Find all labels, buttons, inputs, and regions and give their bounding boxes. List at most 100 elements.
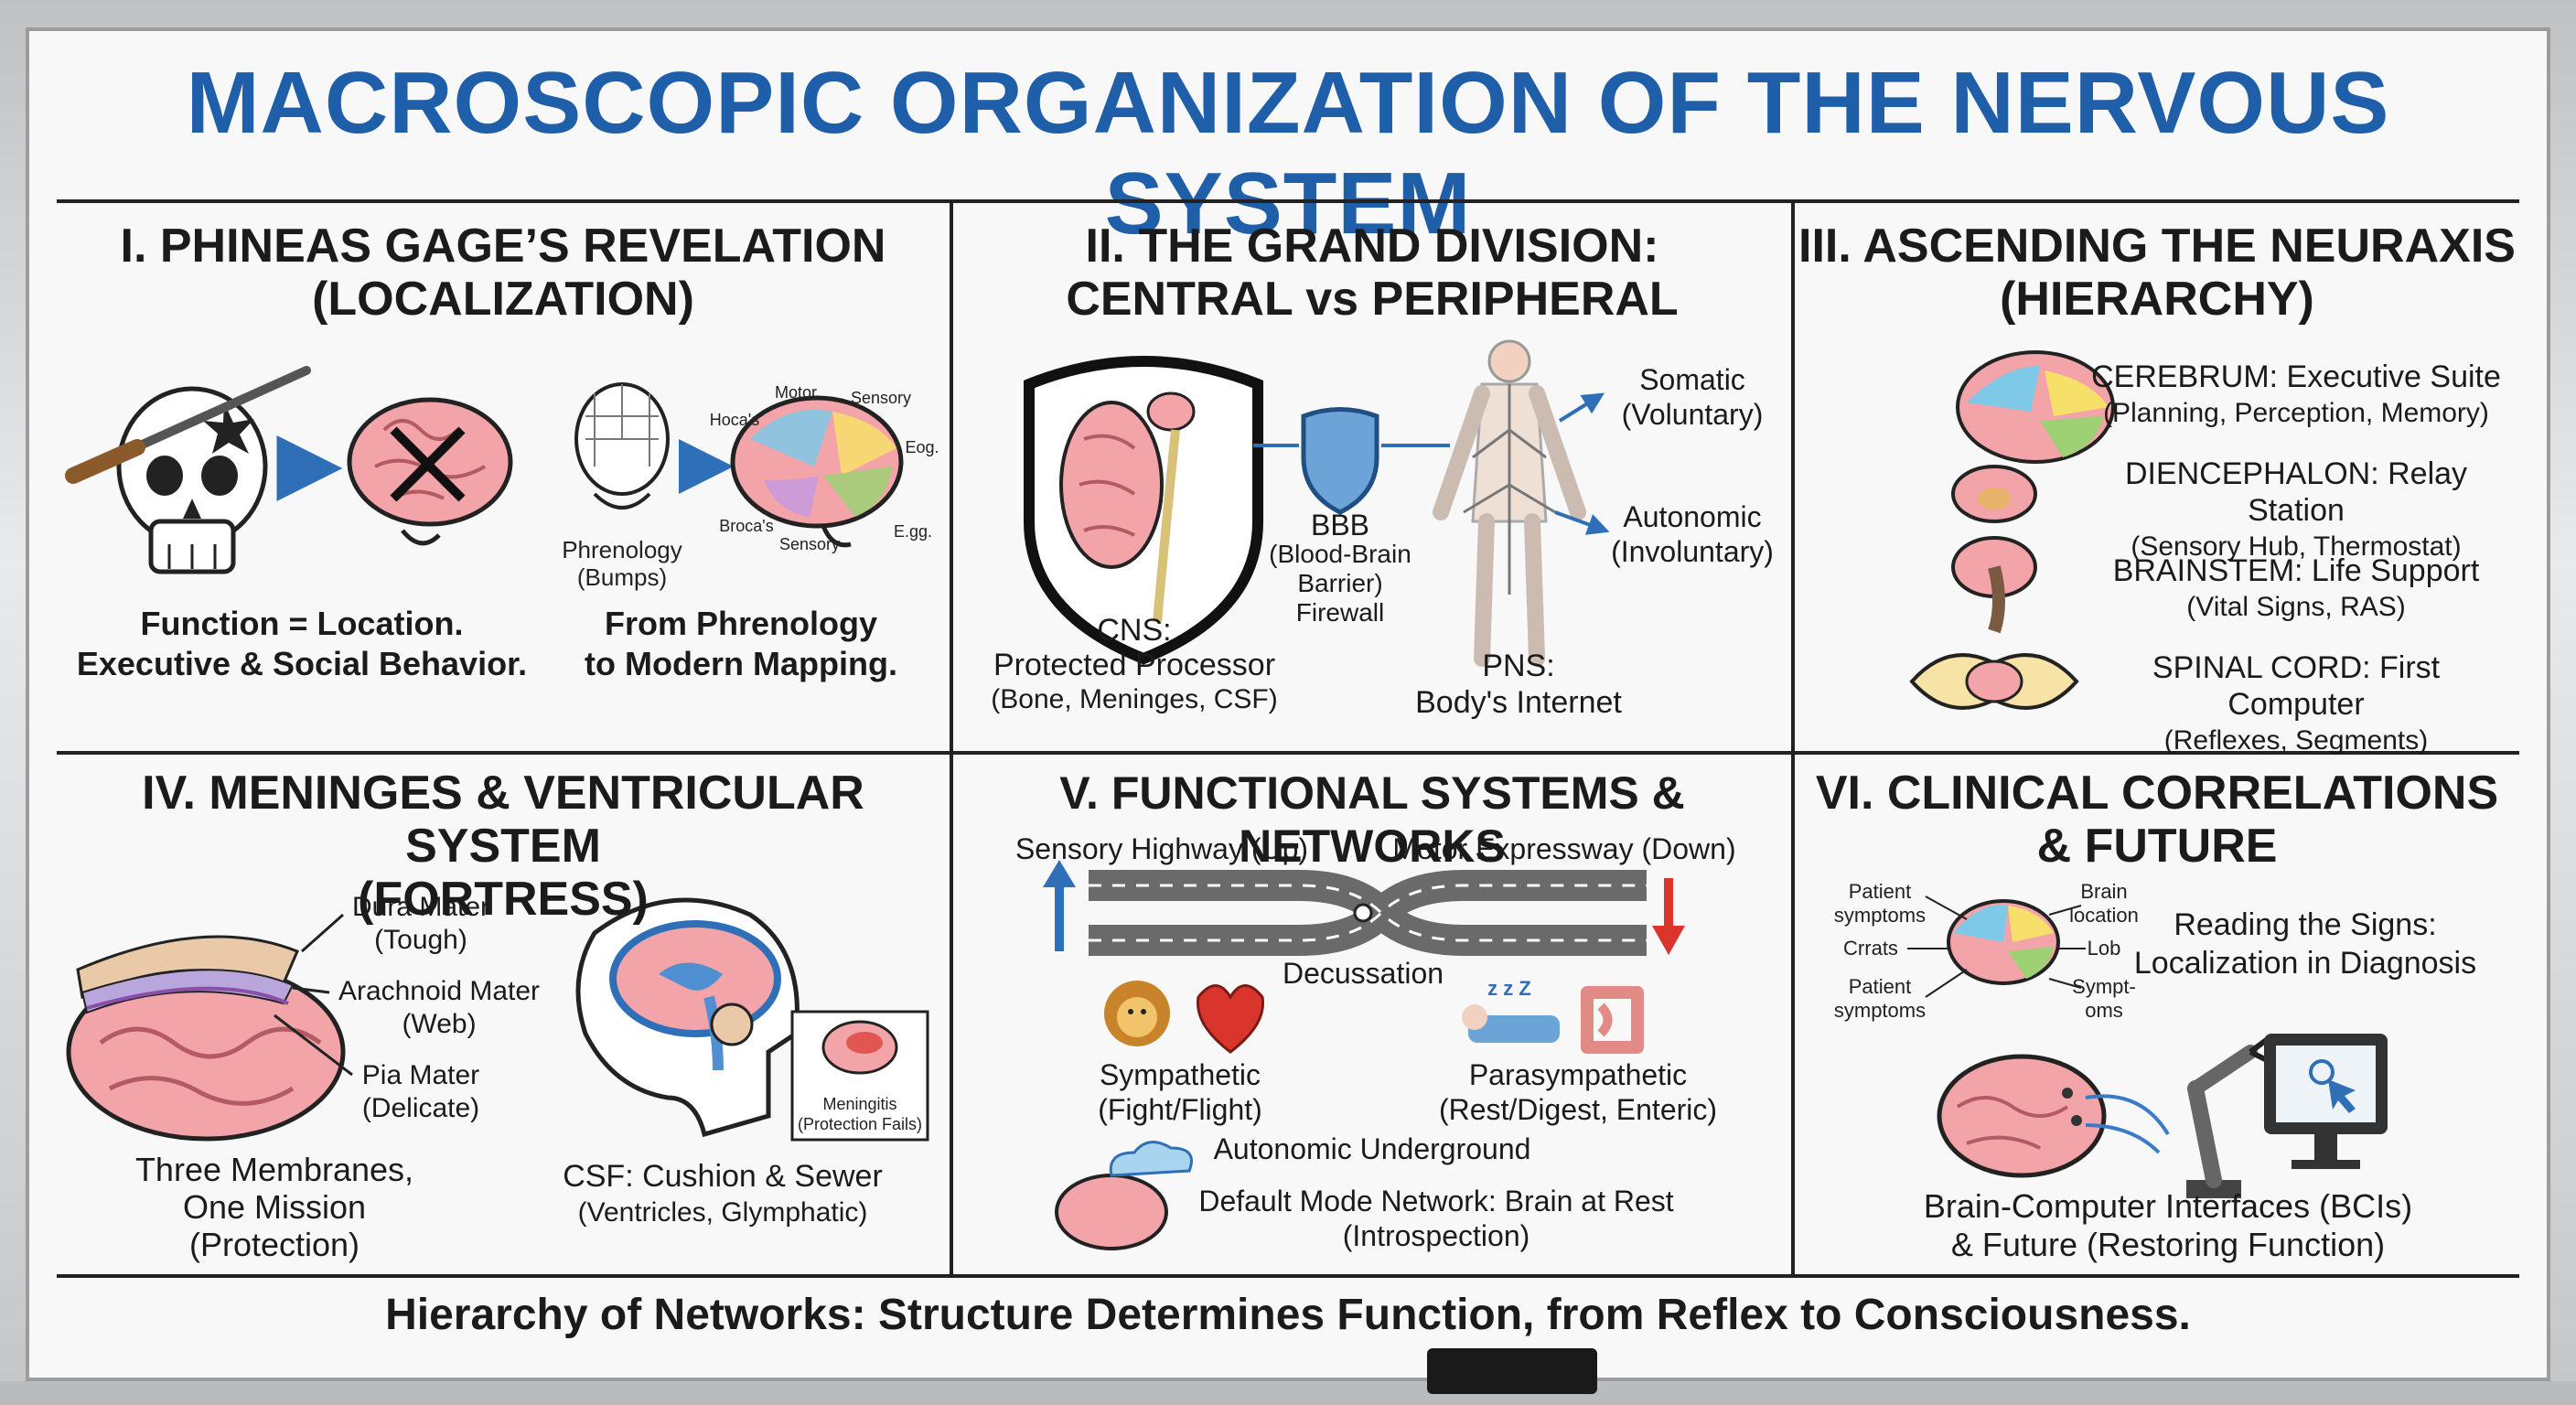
brain-map-eog-label: Eog. [905,438,939,456]
computer-monitor-icon [2264,1034,2388,1169]
grid-col1-line [950,199,953,1275]
grid-top-line [57,199,2519,203]
brainstem-icon [1951,536,2037,634]
pns-label-line1: PNS: [1482,649,1555,683]
reading-the-signs-line2: Localization in Diagnosis [2133,946,2477,981]
bbb-shield-icon [1301,407,1379,515]
panel5-heading-line1: V. FUNCTIONAL SYSTEMS & NETWORKS [1059,767,1685,872]
patient-symptoms-top-label: Patient symptoms [1830,880,1930,928]
patient-symptoms-bottom-line2: symptoms [1833,999,1927,1022]
somatic-label: Somatic (Voluntary) [1605,362,1779,432]
pns-label: PNS: Body's Internet [1400,648,1637,721]
autonomic-label: Autonomic (Involuntary) [1605,499,1779,569]
brain-map-brocas-label: Broca's [719,517,774,535]
grid-middle-line [57,751,2519,755]
brainstem-name: BRAINSTEM: Life Support [2112,553,2480,588]
meninges-brain-icon [66,935,346,1142]
somatic-arrow [1558,392,1605,423]
brain-icon [347,397,513,546]
three-membranes-line3: (Protection) [188,1226,360,1263]
pia-mater-line1: Pia Mater [361,1060,480,1090]
panel4-heading-line1: IV. MENINGES & VENTRICULAR SYSTEM [142,767,864,873]
brainstem-sub: (Vital Signs, RAS) [2186,592,2406,622]
shield-icon [1024,356,1263,665]
diencephalon-icon [1951,465,2037,523]
bbb-label-line3: Barrier) [1297,569,1383,597]
arachnoid-mater-label: Arachnoid Mater (Web) [320,975,558,1041]
diagnosis-pointer-lines [1907,896,2086,998]
dura-mater-label: Dura Mater (Tough) [320,891,521,957]
autonomic-underground-label: Autonomic Underground [1213,1132,1531,1165]
neuraxis-level-diencephalon: DIENCEPHALON: Relay Station (Sensory Hub… [2086,456,2506,565]
eraser [1427,1348,1597,1394]
cns-label-line3: (Bone, Meninges, CSF) [991,684,1278,714]
footer-summary: Hierarchy of Networks: Structure Determi… [385,1291,2191,1339]
panel1-caption-left-line2: Executive & Social Behavior. [76,645,528,682]
cerebrum-sub: (Planning, Perception, Memory) [2103,398,2489,428]
dura-mater-line1: Dura Mater [351,892,490,922]
grid-bottom-line [57,1274,2519,1278]
pathway-roads-icon [1089,870,1647,956]
neuraxis-level-cerebrum: CEREBRUM: Executive Suite (Planning, Per… [2086,359,2506,432]
down-arrow-icon [1652,878,1685,955]
autonomic-label-line2: (Involuntary) [1611,535,1774,568]
bci-line1: Brain-Computer Interfaces (BCIs) [1923,1187,2413,1225]
skull-sagittal-icon [575,897,800,1138]
sympt-line1: Sympt- [2072,975,2136,998]
cns-label-line1: CNS: [1097,613,1172,648]
phrenology-label-line2: (Bumps) [576,563,668,591]
meningitis-line1: Meningitis [822,1095,897,1113]
lion-icon [1104,981,1170,1046]
panel5-heading: V. FUNCTIONAL SYSTEMS & NETWORKS [953,767,1791,873]
three-membranes-label: Three Membranes, One Mission (Protection… [119,1151,430,1263]
bci-brain-icon [1937,1054,2170,1178]
brain-map-hocas-label: Hoca's [709,411,760,429]
parasympathetic-label: Parasympathetic (Rest/Digest, Enteric) [1427,1057,1729,1127]
brain-cloud-icon [1055,1141,1193,1250]
panel1-caption-left-line1: Function = Location. [140,605,464,642]
bbb-label-line1: BBB [1310,509,1370,542]
page-title: MACROSCOPIC ORGANIZATION OF THE NERVOUS … [186,54,2390,252]
panel4-heading-line2: (FORTRESS) [358,873,649,926]
brain-map-icon [730,395,904,548]
sympathetic-label: Sympathetic (Fight/Flight) [1061,1057,1299,1127]
patient-symptoms-bottom-line1: Patient [1848,975,1912,998]
phrenology-head-icon [574,382,670,509]
arachnoid-mater-line2: (Web) [402,1009,477,1039]
sympathetic-line2: (Fight/Flight) [1098,1093,1262,1126]
panel3-heading: III. ASCENDING THE NEURAXIS (HIERARCHY) [1795,220,2519,326]
panel2-heading-line2: CENTRAL vs PERIPHERAL [1066,273,1679,326]
brain-map-egg-label: E.gg. [893,522,933,541]
diencephalon-sub: (Sensory Hub, Thermostat) [2131,531,2462,562]
pia-mater-label: Pia Mater (Delicate) [329,1059,512,1125]
neuraxis-level-brainstem: BRAINSTEM: Life Support (Vital Signs, RA… [2086,552,2506,626]
brain-location-label: Brain location [2058,880,2150,928]
panel1-caption-right: From Phrenology to Modern Mapping. [567,604,915,684]
panel6-heading-line2: & FUTURE [2036,820,2278,873]
panel1-caption-left: Function = Location. Executive & Social … [73,604,531,684]
diagnosis-brain-icon [1947,899,2060,985]
bbb-label: BBB (Blood-Brain Barrier) Firewall [1262,510,1418,627]
brain-map-sensory-bottom-label: Sensory [778,535,841,553]
diencephalon-name: DIENCEPHALON: Relay Station [2124,456,2468,528]
patient-symptoms-top-line1: Patient [1848,880,1912,903]
lob-label: Lob [2087,937,2121,960]
bci-label: Brain-Computer Interfaces (BCIs) & Futur… [1839,1187,2497,1264]
default-mode-network-line1: Default Mode Network: Brain at Rest [1198,1185,1674,1217]
three-membranes-line1: Three Membranes, [134,1151,414,1188]
tamping-rod-icon [65,366,311,484]
panel1-heading-line2: (LOCALIZATION) [312,273,694,326]
pns-label-line2: Body's Internet [1415,685,1622,720]
autonomic-arrow [1554,510,1610,535]
meningitis-inset-icon [790,1010,929,1142]
meninges-pointer-lines [274,913,353,1077]
panel1-heading-line1: I. PHINEAS GAGE’S REVELATION [120,220,886,273]
patient-symptoms-bottom-label: Patient symptoms [1830,975,1930,1023]
marker-tray [0,1381,2576,1405]
somatic-label-line2: (Voluntary) [1621,398,1764,431]
up-arrow-icon [1043,860,1076,951]
spinal-cord-icon [1909,653,2079,710]
skull-icon [116,386,268,574]
grid-col2-line [1791,199,1795,1275]
brain-map-sensory-top-label: Sensory [850,389,912,407]
